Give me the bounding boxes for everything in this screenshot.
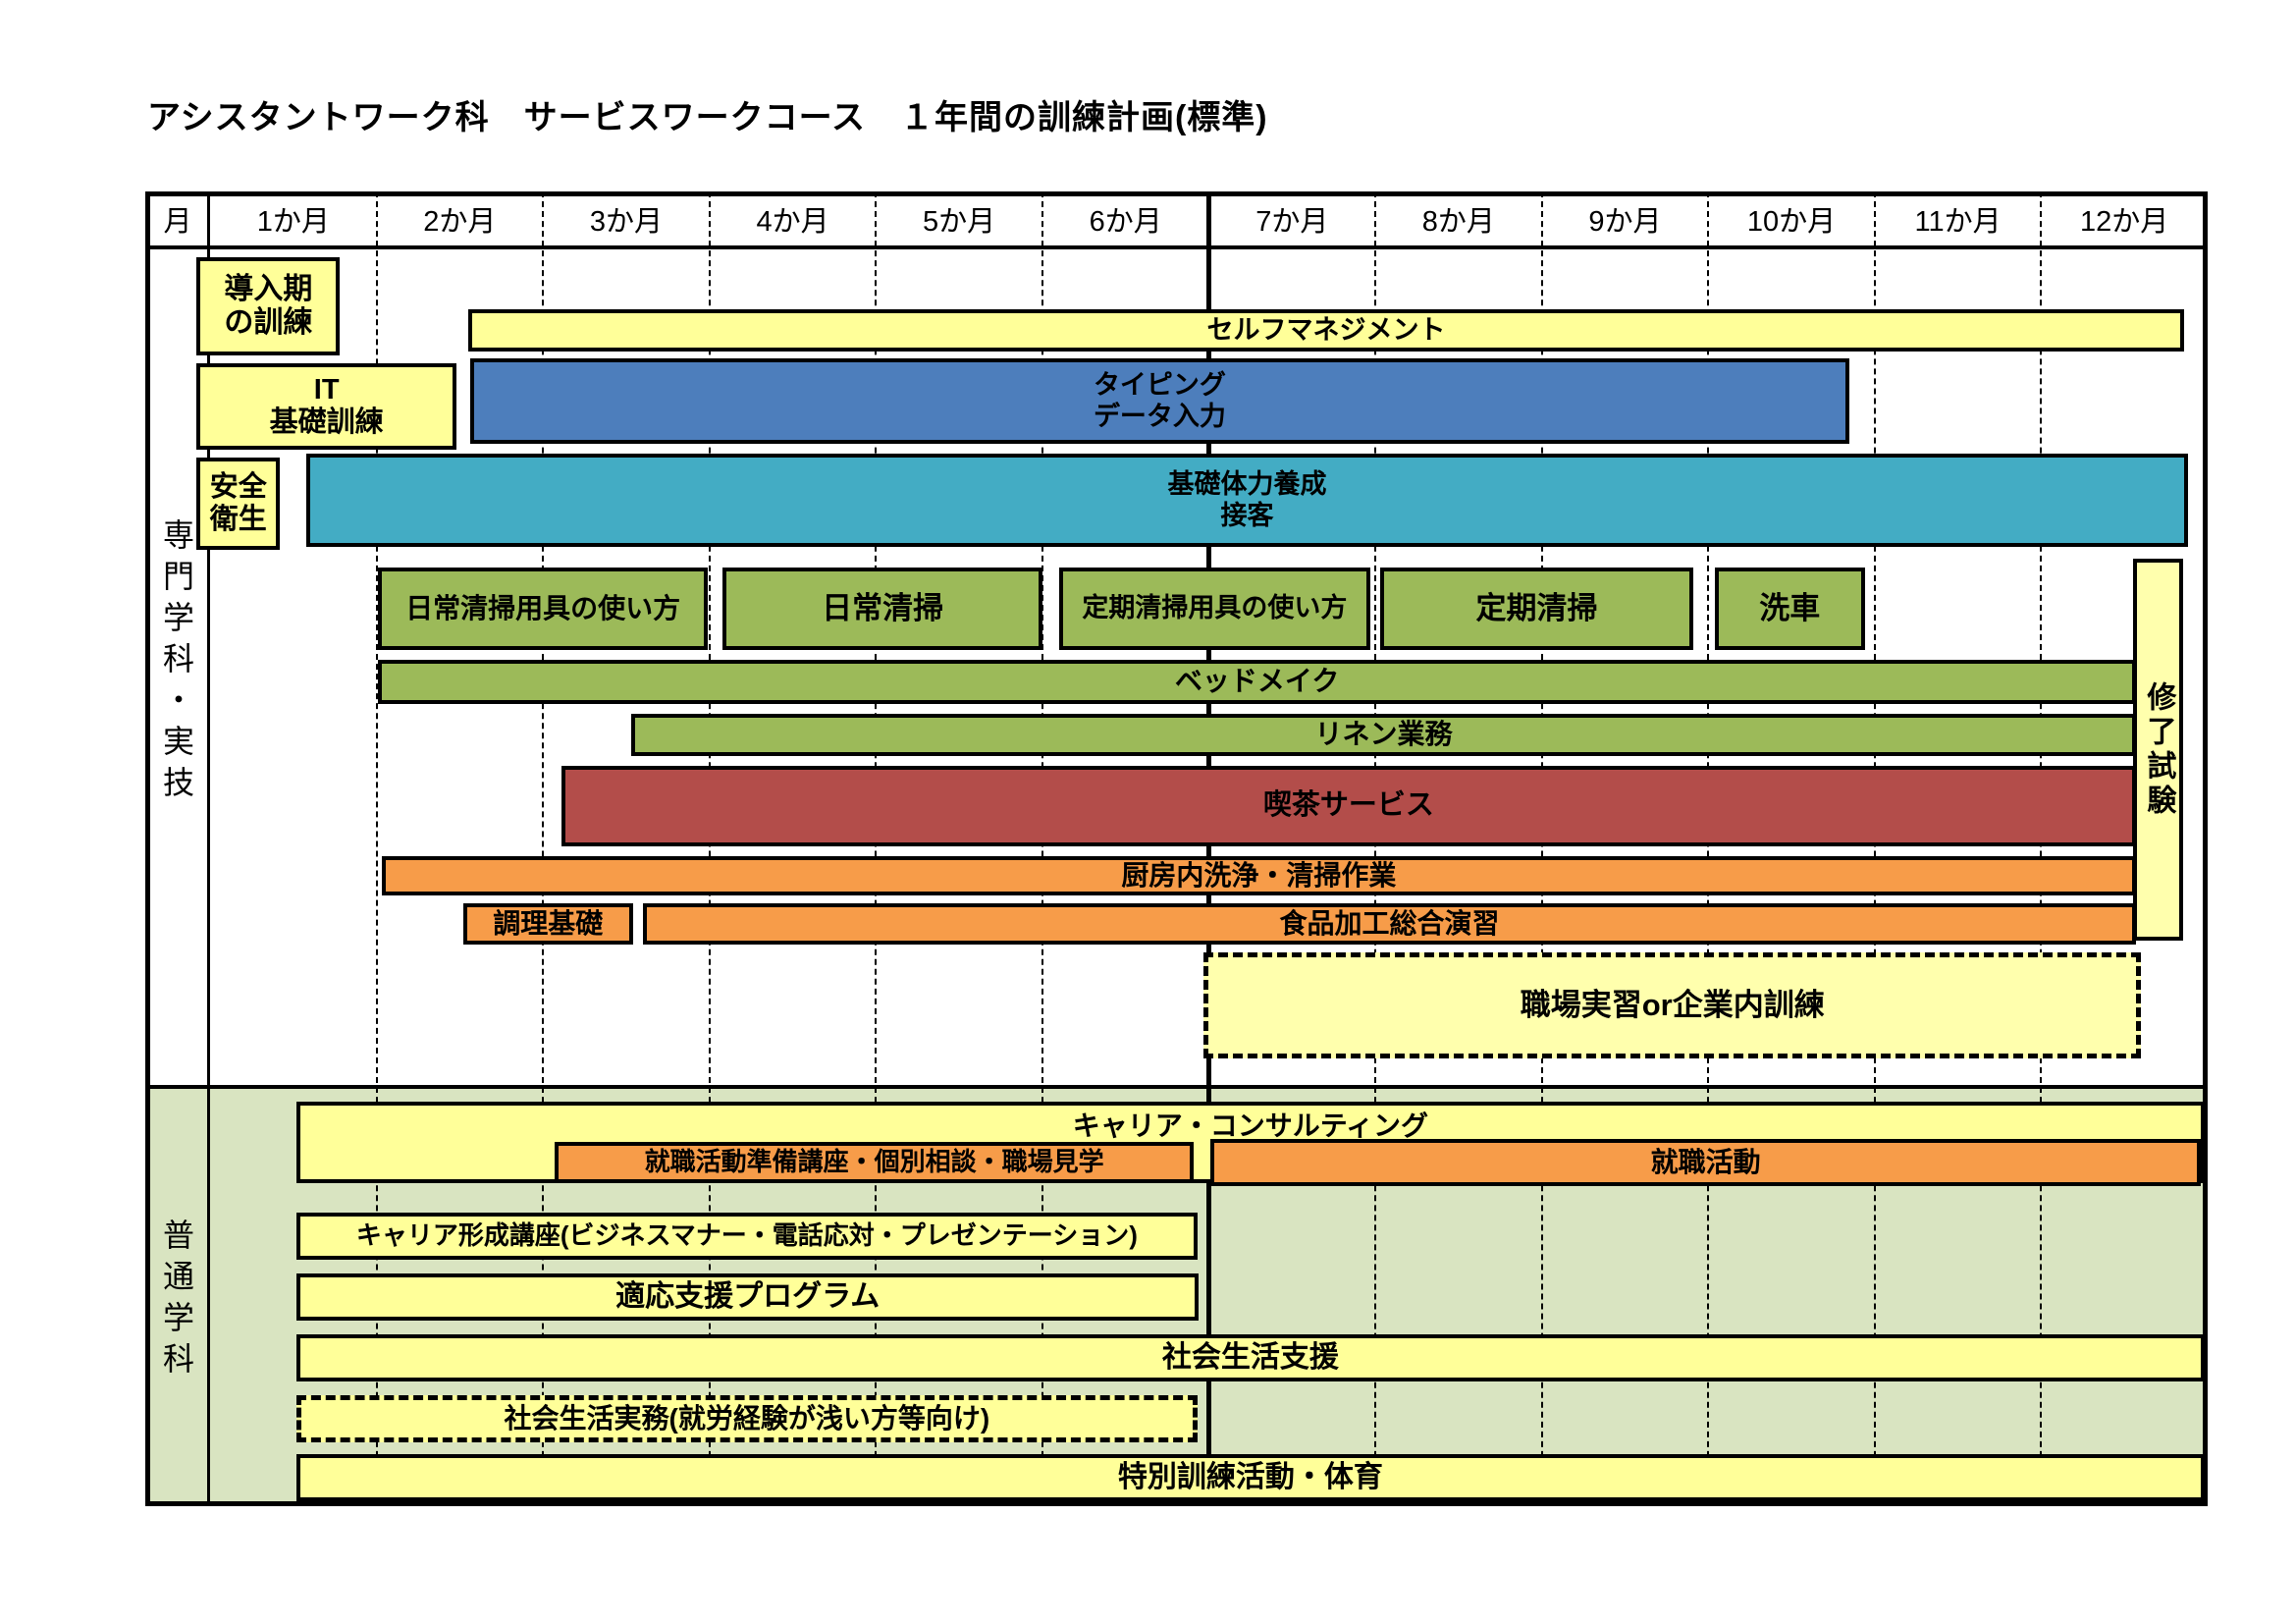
month-header-7: 7か月 [1255,205,1329,238]
task-bar-car-washing: 洗車 [1715,568,1865,650]
task-bar-special-training-pe: 特別訓練活動・体育 [296,1454,2205,1501]
task-bar-typing-data-entry: タイピング データ入力 [469,358,1850,444]
task-bar-daily-cleaning: 日常清掃 [722,568,1042,650]
plan-table: 月 専門学科・実技 普通学科 1か月 2か月 3か月 4か月 5か月 6か月 7か月 8か月 9… [145,191,2208,1506]
month-column-divider [207,191,210,1506]
task-bar-self-management: セルフマネジメント [467,309,2185,352]
task-bar-kitchen-washing-cleaning: 厨房内洗浄・清掃作業 [381,856,2137,895]
section-label-general: 普通学科 [159,1218,194,1383]
month-header-6: 6か月 [1089,205,1162,238]
header-bottom-line [145,245,2208,249]
month-header-8: 8か月 [1421,205,1495,238]
month-header-2: 2か月 [423,205,497,238]
task-bar-bed-making: ベッドメイク [378,660,2137,704]
month-gridline-7 [1374,191,1377,1506]
task-bar-basic-fitness-customer-service: 基礎体力養成 接客 [306,454,2188,547]
task-bar-it-basic-training: IT 基礎訓練 [196,363,456,450]
task-bar-social-life-practice: 社会生活実務(就労経験が浅い方等向け) [296,1395,1198,1442]
month-gridline-2 [542,191,545,1506]
month-header-5: 5か月 [923,205,996,238]
task-bar-intro-training: 導入期 の訓練 [196,257,341,355]
section-divider-line [145,1085,2208,1089]
task-bar-linen-work: リネン業務 [631,714,2137,756]
task-bar-food-processing-practice: 食品加工総合演習 [642,903,2137,945]
month-gridline-3 [708,191,711,1506]
month-header-3: 3か月 [589,205,664,238]
task-bar-adaptation-support-program: 適応支援プログラム [296,1273,1200,1321]
task-bar-job-hunting: 就職活動 [1210,1139,2202,1186]
task-bar-workplace-training: 職場実習or企業内訓練 [1203,952,2142,1058]
task-bar-periodic-cleaning: 定期清掃 [1380,568,1693,650]
page-title: アシスタントワーク科 サービスワークコース １年間の訓練計画(標準) [147,99,1268,136]
month-header-1: 1か月 [256,205,330,238]
task-bar-periodic-cleaning-tools: 定期清掃用具の使い方 [1058,568,1370,650]
month-gridline-1 [375,191,378,1506]
task-bar-cooking-basics: 調理基礎 [462,903,633,945]
month-gridline-5 [1041,191,1043,1506]
section-label-specialized: 専門学科・実技 [159,518,194,807]
month-header-9: 9か月 [1588,205,1662,238]
month-gridline-4 [875,191,878,1506]
half-year-divider-line [1205,191,1211,1506]
month-gridline-9 [1707,191,1710,1506]
month-gridline-11 [2040,191,2043,1506]
month-gridline-10 [1873,191,1876,1506]
task-bar-cafe-service: 喫茶サービス [561,766,2137,846]
task-bar-career-formation-course: キャリア形成講座(ビジネスマナー・電話応対・プレゼンテーション) [296,1213,1198,1260]
month-gridline-8 [1540,191,1543,1506]
task-bar-social-life-support: 社会生活支援 [296,1334,2205,1381]
month-header-10: 10か月 [1746,205,1837,238]
month-header-11: 11か月 [1914,205,2002,238]
month-axis-label: 月 [163,205,192,238]
month-header-12: 12か月 [2080,205,2169,238]
task-bar-job-hunting-prep-seminar: 就職活動準備講座・個別相談・職場見学 [555,1142,1195,1183]
task-bar-safety-hygiene: 安全 衛生 [196,458,281,550]
task-bar-daily-cleaning-tools: 日常清掃用具の使い方 [378,568,709,650]
task-bar-completion-exam: 修了試験 [2132,559,2183,941]
month-header-4: 4か月 [756,205,829,238]
